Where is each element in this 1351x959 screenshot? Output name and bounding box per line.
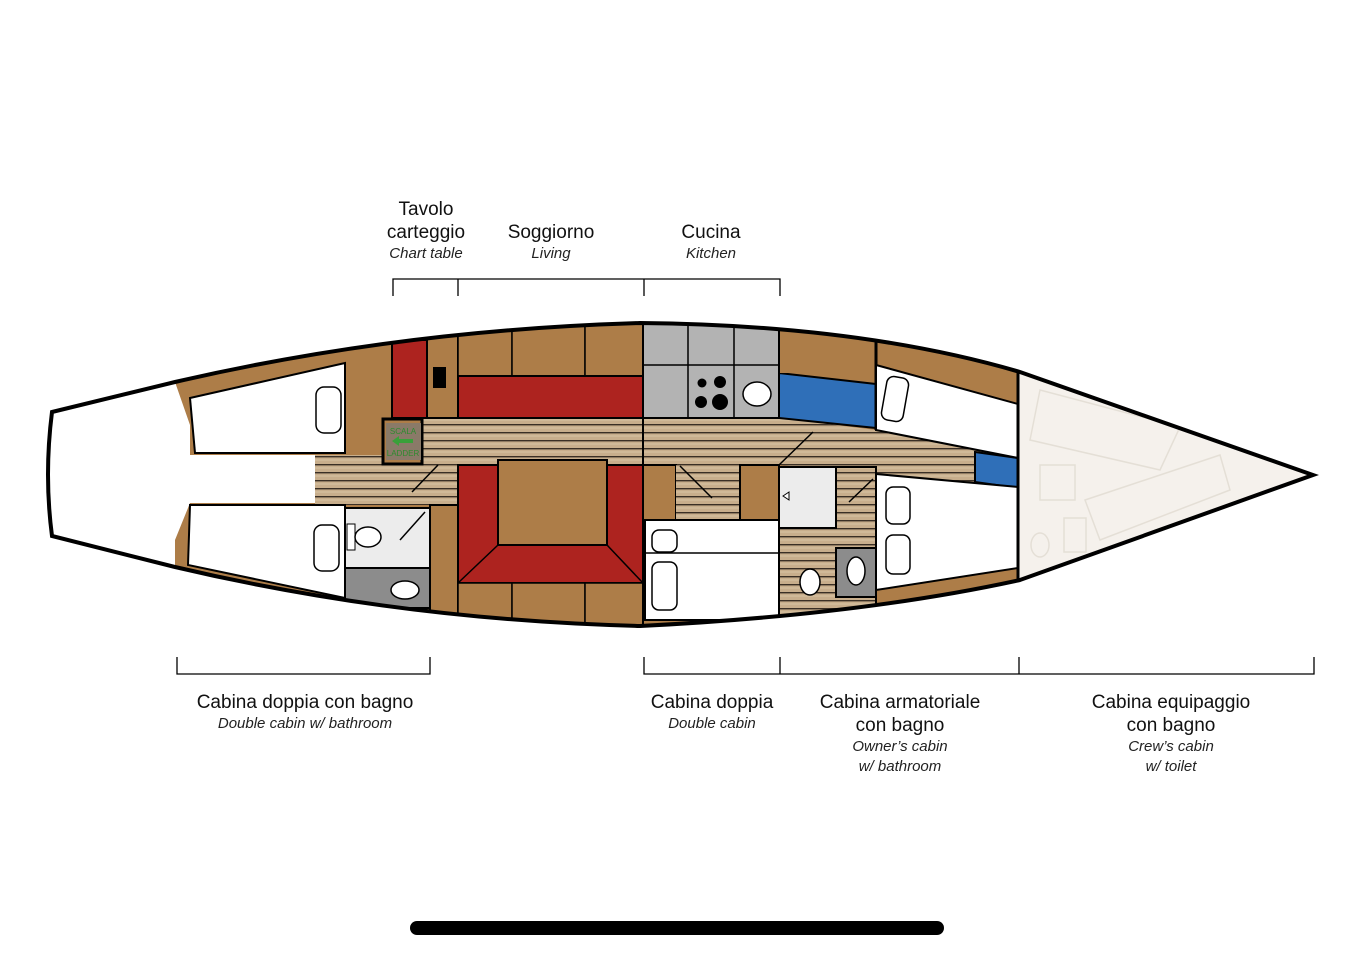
aft-berth-upper — [188, 361, 346, 454]
pillow — [880, 375, 910, 423]
pillow — [313, 524, 340, 572]
pillow — [651, 529, 678, 553]
chart-seat — [391, 339, 428, 419]
label-subtitle: Owner’s cabin — [852, 738, 948, 755]
pillow — [885, 486, 911, 525]
pillow — [315, 386, 342, 434]
label-subtitle: Kitchen — [685, 245, 737, 262]
label-crew-cabin: Cabina equipaggio con bagno Crew’s cabin… — [1092, 691, 1250, 777]
pillow — [651, 561, 678, 611]
brackets — [176, 278, 1315, 675]
label-subtitle: Chart table — [389, 245, 463, 262]
sink-icon — [846, 556, 866, 586]
arrow-left-icon — [392, 436, 413, 446]
label-subtitle: w/ bathroom — [858, 758, 942, 775]
label-title: Cabina doppia con bagno — [196, 692, 414, 713]
living-settee — [457, 375, 644, 419]
label-title: Cabina armatoriale — [819, 692, 981, 713]
label-title: Cucina — [681, 222, 741, 243]
pillow — [885, 534, 911, 575]
label-chart-table: Tavolo carteggio Chart table — [387, 198, 465, 264]
label-aft-cabin: Cabina doppia con bagno Double cabin w/ … — [197, 691, 414, 734]
label-title: Cabina doppia — [650, 692, 774, 713]
label-subtitle: Double cabin w/ bathroom — [217, 715, 393, 732]
home-indicator[interactable] — [410, 921, 944, 935]
label-subtitle: Crew’s cabin — [1128, 738, 1214, 755]
label-subtitle: Double cabin — [668, 715, 756, 732]
ladder-label: LADDER — [387, 449, 420, 458]
stove-icon — [695, 376, 728, 410]
label-double-cabin: Cabina doppia Double cabin — [651, 691, 774, 734]
label-title: con bagno — [855, 715, 945, 736]
label-subtitle: Living — [531, 245, 571, 262]
label-title: carteggio — [386, 222, 466, 243]
crew-cabin — [1018, 360, 1313, 600]
label-living: Soggiorno Living — [508, 221, 595, 264]
hull-outline — [46, 320, 1319, 629]
label-owner-cabin: Cabina armatoriale con bagno Owner’s cab… — [820, 691, 981, 777]
ladder-label: SCALA — [390, 427, 417, 436]
label-title: Soggiorno — [507, 222, 595, 243]
toilet-icon — [799, 568, 821, 596]
label-title: Tavolo — [398, 199, 454, 220]
toilet-icon — [354, 526, 382, 548]
label-title: con bagno — [1126, 715, 1216, 736]
galley-sink-icon — [742, 381, 772, 407]
label-kitchen: Cucina Kitchen — [681, 221, 740, 264]
instrument-icon — [433, 367, 446, 388]
label-subtitle: w/ toilet — [1145, 758, 1197, 775]
dinette-table — [497, 459, 608, 546]
sink-icon — [390, 580, 420, 600]
label-title: Cabina equipaggio — [1091, 692, 1251, 713]
